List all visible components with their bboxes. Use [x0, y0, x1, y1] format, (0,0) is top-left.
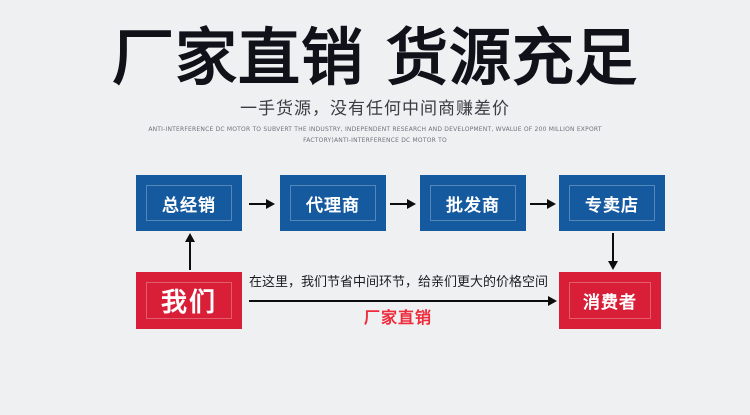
english-caption-line-1: ANTI-INTERFERENCE DC MOTOR TO SUBVERT TH… [148, 125, 602, 134]
arrow-shaft [390, 202, 407, 205]
subtitle: 一手货源，没有任何中间商赚差价 [240, 99, 510, 119]
arrow-right-icon-3 [530, 198, 556, 209]
flow-node-label: 消费者 [583, 293, 637, 313]
flow-node-consumer: 消费者 [559, 272, 661, 329]
flow-node-specialty-store: 专卖店 [559, 175, 665, 231]
direct-channel-note: 在这里，我们节省中间环节，给亲们更大的价格空间 [249, 275, 549, 290]
arrow-shaft [530, 202, 547, 205]
page-title: 厂家直销货源充足 [0, 22, 750, 94]
flow-node-label: 我们 [160, 288, 217, 318]
arrow-right-icon-2 [390, 198, 416, 209]
flow-node-us: 我们 [136, 272, 242, 329]
headline-right: 货源充足 [386, 21, 639, 94]
flow-node-label: 批发商 [446, 195, 500, 216]
flow-node-label: 代理商 [306, 195, 360, 216]
english-caption-line-2: FACTORY)ANTI-INTERFERENCE DC MOTOR TO [303, 136, 447, 145]
arrow-right-icon-direct [249, 295, 557, 306]
english-caption: ANTI-INTERFERENCE DC MOTOR TO SUBVERT TH… [0, 124, 750, 146]
flow-node-label: 专卖店 [585, 195, 639, 216]
arrow-head [266, 198, 275, 209]
arrow-shaft [249, 202, 266, 205]
flow-node-wholesaler: 批发商 [420, 175, 526, 231]
arrow-down-icon [607, 233, 618, 270]
direct-channel-tagline: 厂家直销 [363, 308, 432, 327]
arrow-head [184, 233, 195, 242]
headline-left: 厂家直销 [111, 21, 364, 94]
flow-node-general-distributor: 总经销 [136, 175, 242, 231]
arrow-shaft [249, 299, 548, 302]
arrow-head [548, 295, 557, 306]
arrow-right-icon-1 [249, 198, 275, 209]
direct-channel: 在这里，我们节省中间环节，给亲们更大的价格空间 厂家直销 [249, 274, 557, 329]
flow-node-agent: 代理商 [280, 175, 386, 231]
arrow-head [407, 198, 416, 209]
arrow-shaft [188, 242, 191, 270]
flow-node-label: 总经销 [162, 195, 216, 216]
arrow-head [547, 198, 556, 209]
arrow-shaft [611, 233, 614, 261]
arrow-up-icon [184, 233, 195, 270]
arrow-head [607, 261, 618, 270]
